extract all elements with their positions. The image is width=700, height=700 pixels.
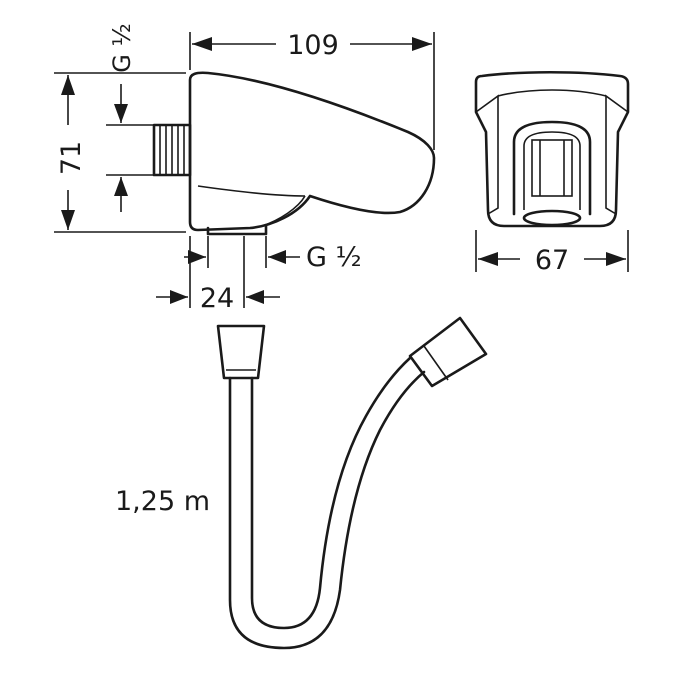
outlet-front-view (474, 70, 630, 228)
shower-hose (216, 316, 488, 650)
front-outlet-ring (522, 209, 582, 227)
dimension-length: 109 (189, 30, 435, 150)
dimension-offset: 24 (156, 236, 280, 314)
outlet-body-outline (188, 71, 436, 232)
outlet-side-view (152, 71, 436, 236)
outlet-bottom-connector (206, 224, 268, 236)
dimension-width: 67 (475, 230, 629, 276)
dimension-thread-top-label: G ½ (108, 23, 136, 73)
hose-outer-line (228, 370, 426, 650)
hose-end-nut (408, 316, 488, 388)
hose-inner-line (250, 356, 412, 630)
dimension-thread-bottom: G ½ (184, 236, 362, 273)
dimension-thread-bottom-label: G ½ (306, 242, 362, 273)
front-body-outline (474, 70, 630, 228)
outlet-body-inner-line (197, 185, 306, 197)
hose-top-nut (216, 324, 266, 380)
front-body-facet-right (605, 94, 629, 215)
front-body-facet-left (475, 94, 499, 215)
dimension-offset-label: 24 (200, 283, 234, 314)
dimension-height-label: 71 (56, 141, 87, 175)
dimension-length-label: 109 (287, 30, 339, 61)
front-body-top-edge (497, 89, 607, 97)
dimension-thread-top: G ½ (106, 23, 154, 212)
dimension-height: 71 (54, 72, 186, 233)
hose-length-label: 1,25 m (115, 486, 210, 517)
front-holder-cradle (512, 120, 592, 216)
outlet-body-lower-edge (261, 195, 306, 227)
dimension-width-label: 67 (535, 245, 569, 276)
threaded-inlet (152, 123, 192, 177)
